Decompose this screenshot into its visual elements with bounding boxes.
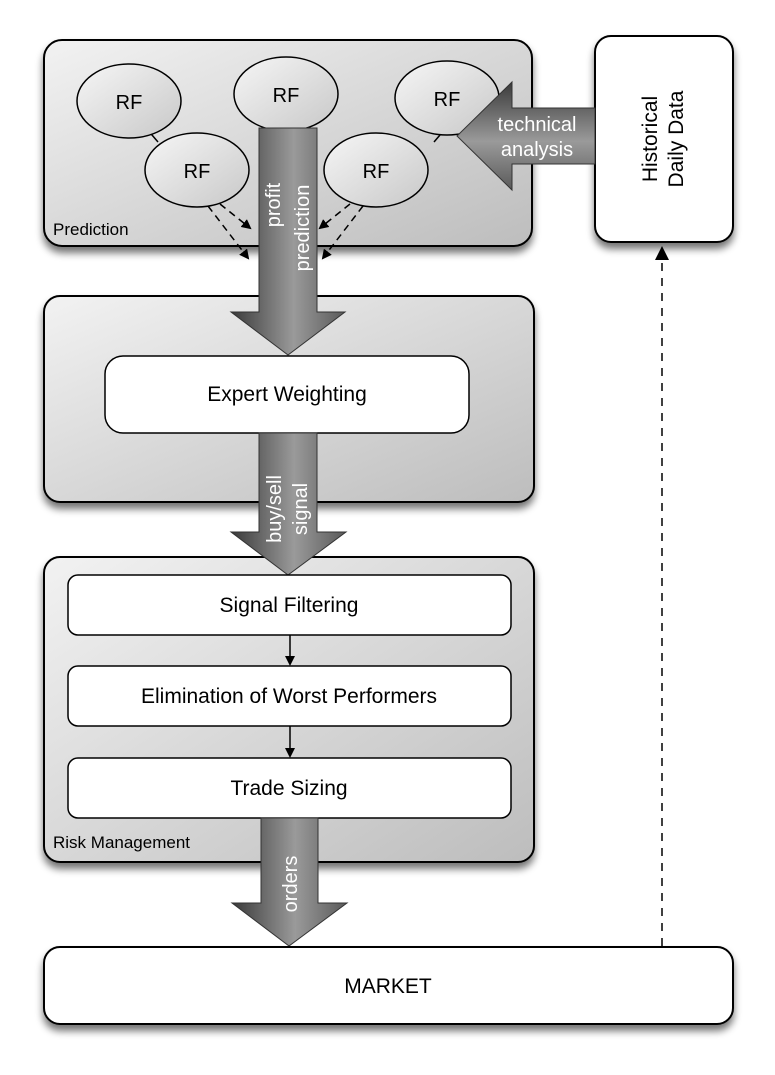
market-label: MARKET	[344, 975, 432, 998]
expert-weighting-box: Expert Weighting	[104, 355, 470, 434]
orders-arrow: orders	[230, 817, 349, 947]
trade-sizing-label: Trade Sizing	[230, 777, 347, 800]
technical-analysis-arrow: technical analysis	[456, 80, 596, 192]
signal-arrow-label-line1: buy/sell	[264, 475, 286, 543]
orders-arrow-label: orders	[280, 856, 302, 913]
elimination-box: Elimination of Worst Performers	[67, 665, 512, 727]
rf-node-label: RF	[363, 161, 390, 183]
technical-arrow-label-line1: technical	[498, 114, 577, 136]
signal-filtering-box: Signal Filtering	[67, 574, 512, 636]
rf-node-2: RF	[144, 132, 250, 208]
rf-node-5: RF	[394, 60, 500, 136]
signal-arrow-label-line2: signal	[290, 483, 312, 535]
rf-node-label: RF	[434, 89, 461, 111]
profit-arrow-label-line2: prediction	[292, 185, 314, 272]
trade-sizing-box: Trade Sizing	[67, 757, 512, 819]
market-box: MARKET	[43, 946, 734, 1025]
rf-node-4: RF	[323, 132, 429, 208]
historical-daily-data-box: Historical Daily Data	[594, 35, 734, 243]
rf-node-1: RF	[76, 63, 182, 139]
prediction-group-label: Prediction	[53, 220, 129, 239]
profit-arrow-label-line1: profit	[263, 182, 285, 227]
historical-label-line1: Historical	[639, 96, 662, 182]
rf-dashed-arrows	[207, 203, 364, 260]
signal-filtering-label: Signal Filtering	[220, 594, 359, 617]
elimination-label: Elimination of Worst Performers	[141, 685, 437, 708]
technical-arrow-label-line2: analysis	[501, 139, 573, 161]
profit-prediction-arrow: profit prediction	[229, 127, 347, 356]
buy-sell-signal-arrow: buy/sell signal	[229, 432, 348, 576]
rf-node-3: RF	[233, 56, 339, 132]
rf-node-label: RF	[116, 92, 143, 114]
expert-weighting-label: Expert Weighting	[207, 383, 367, 406]
risk-management-group-label: Risk Management	[53, 833, 190, 852]
rf-node-label: RF	[273, 85, 300, 107]
rf-node-label: RF	[184, 161, 211, 183]
historical-label-line2: Daily Data	[665, 90, 688, 187]
